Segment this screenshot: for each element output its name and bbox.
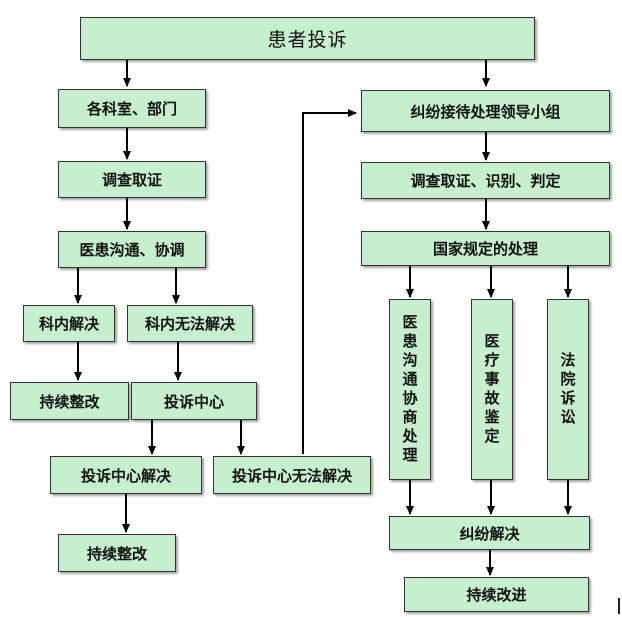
text-cursor — [618, 598, 620, 614]
node-investigate-left: 调查取证 — [58, 161, 206, 198]
node-negotiation: 医患沟通协商处理 — [389, 299, 431, 480]
node-rectify-2: 持续整改 — [58, 534, 176, 572]
node-unsolved-internal: 科内无法解决 — [127, 305, 253, 342]
node-accident-eval: 医疗事故鉴定 — [471, 299, 513, 480]
node-communicate: 医患沟通、协调 — [58, 231, 206, 268]
node-rectify-1: 持续整改 — [10, 382, 129, 420]
node-improve: 持续改进 — [404, 577, 589, 612]
node-center-unsolved: 投诉中心无法解决 — [213, 456, 371, 494]
node-lawsuit: 法院诉讼 — [547, 299, 589, 480]
node-dispute-group: 纠纷接待处理领导小组 — [361, 90, 610, 132]
node-investigate-right: 调查取证、识别、判定 — [361, 162, 610, 199]
node-national-rules: 国家规定的处理 — [361, 231, 610, 266]
node-departments: 各科室、部门 — [58, 89, 206, 128]
node-complaint-center: 投诉中心 — [131, 382, 257, 420]
node-dispute-solved: 纠纷解决 — [389, 516, 590, 550]
node-solved-internal: 科内解决 — [23, 305, 115, 342]
node-title: 患者投诉 — [80, 17, 535, 60]
arrow-center-unsolved-dispute-group — [302, 109, 357, 454]
node-center-solved: 投诉中心解决 — [50, 456, 202, 494]
